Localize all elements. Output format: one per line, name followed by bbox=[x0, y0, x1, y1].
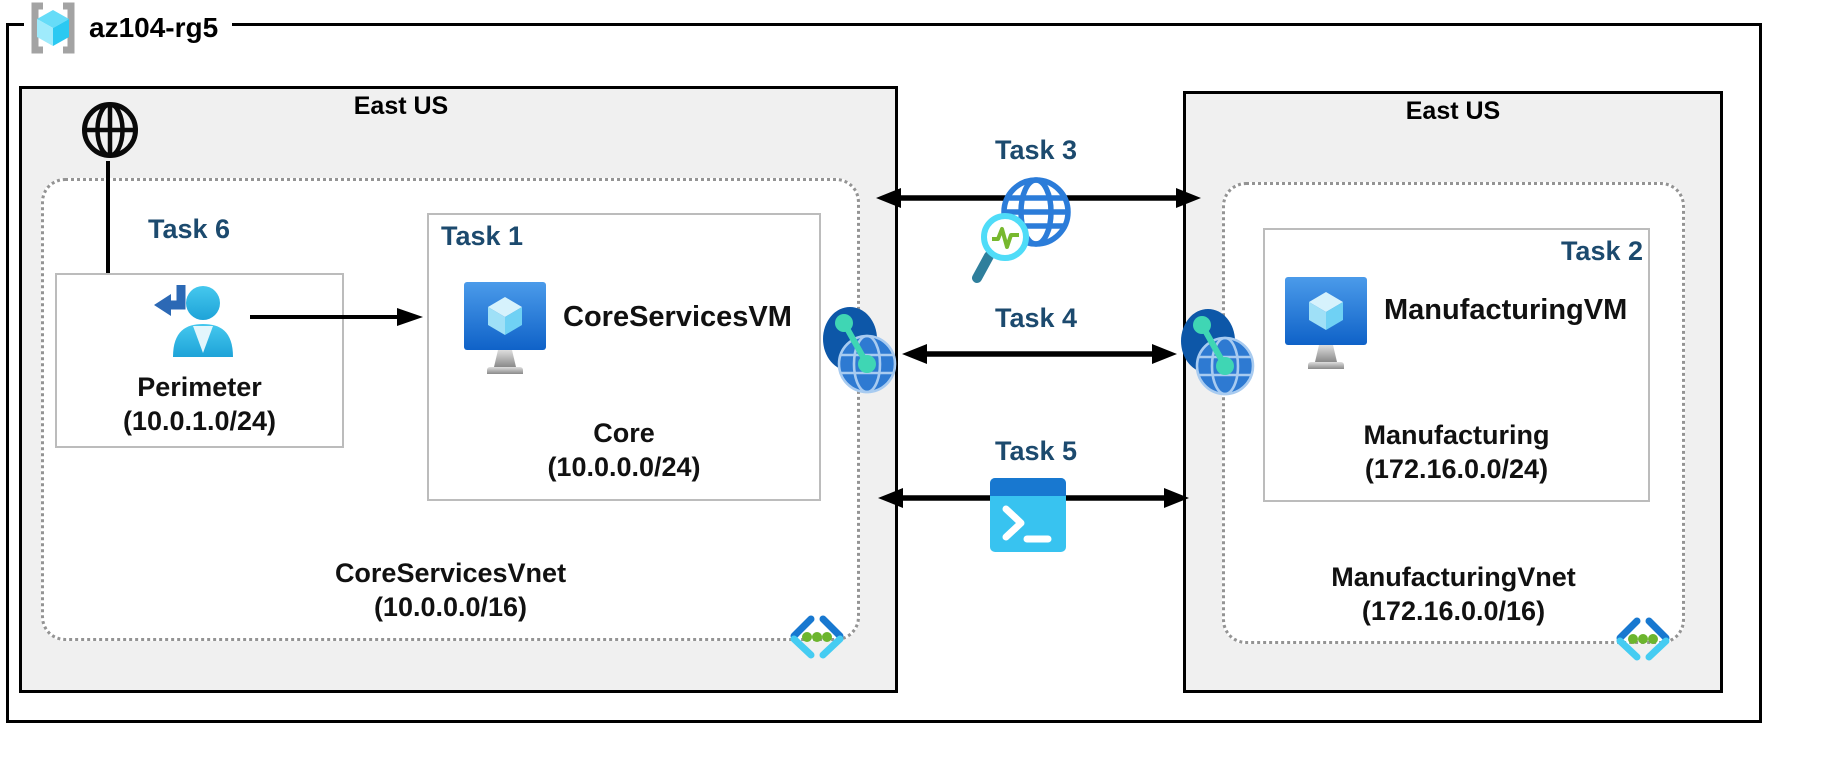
task4-arrow bbox=[901, 342, 1178, 366]
core-vnet-label: CoreServicesVnet (10.0.0.0/16) bbox=[41, 556, 860, 624]
manufacturing-subnet-label: Manufacturing (172.16.0.0/24) bbox=[1263, 418, 1650, 486]
core-subnet-cidr: (10.0.0.0/24) bbox=[547, 452, 701, 482]
user-sign-in-icon bbox=[153, 281, 237, 357]
perimeter-to-core-arrow bbox=[250, 306, 424, 328]
task5-label: Task 5 bbox=[994, 436, 1078, 466]
core-subnet-name: Core bbox=[593, 418, 655, 448]
vnet-peering-icon-right bbox=[1178, 308, 1256, 402]
core-vm-name: CoreServicesVM bbox=[563, 301, 792, 333]
core-subnet-label: Core (10.0.0.0/24) bbox=[427, 416, 821, 484]
manufacturing-vnet-cidr: (172.16.0.0/16) bbox=[1361, 596, 1546, 626]
network-watcher-icon bbox=[972, 174, 1094, 289]
task6-label: Task 6 bbox=[148, 214, 231, 244]
resource-group-header: az104-rg5 bbox=[24, 0, 233, 56]
virtual-network-icon bbox=[786, 614, 848, 660]
perimeter-subnet-name: Perimeter bbox=[137, 372, 262, 402]
region-left-title: East US bbox=[353, 92, 449, 120]
task2-label: Task 2 bbox=[1560, 236, 1643, 266]
resource-group-icon bbox=[26, 1, 80, 55]
virtual-machine-icon-right bbox=[1284, 276, 1368, 374]
resource-group-box bbox=[6, 23, 1762, 723]
core-subnet-box bbox=[427, 213, 821, 501]
powershell-icon bbox=[990, 478, 1066, 552]
manufacturing-subnet-name: Manufacturing bbox=[1363, 420, 1550, 450]
task4-label: Task 4 bbox=[994, 303, 1078, 333]
resource-group-name: az104-rg5 bbox=[89, 12, 219, 43]
manufacturing-vnet-name: ManufacturingVnet bbox=[1331, 562, 1576, 592]
manufacturing-vnet-label: ManufacturingVnet (172.16.0.0/16) bbox=[1222, 560, 1685, 628]
internet-globe-icon bbox=[81, 101, 139, 159]
core-vnet-name: CoreServicesVnet bbox=[334, 558, 567, 588]
task3-label: Task 3 bbox=[994, 135, 1078, 165]
perimeter-subnet-cidr: (10.0.1.0/24) bbox=[122, 406, 277, 436]
region-right-title: East US bbox=[1405, 97, 1501, 125]
task1-label: Task 1 bbox=[441, 221, 524, 251]
core-vnet-cidr: (10.0.0.0/16) bbox=[373, 592, 528, 622]
manufacturing-subnet-cidr: (172.16.0.0/24) bbox=[1364, 454, 1549, 484]
perimeter-subnet-label: Perimeter (10.0.1.0/24) bbox=[55, 370, 344, 438]
virtual-machine-icon bbox=[463, 281, 547, 379]
manufacturing-vm-name: ManufacturingVM bbox=[1384, 294, 1628, 326]
virtual-network-icon-right bbox=[1612, 616, 1674, 662]
vnet-peering-icon-left bbox=[820, 306, 898, 400]
